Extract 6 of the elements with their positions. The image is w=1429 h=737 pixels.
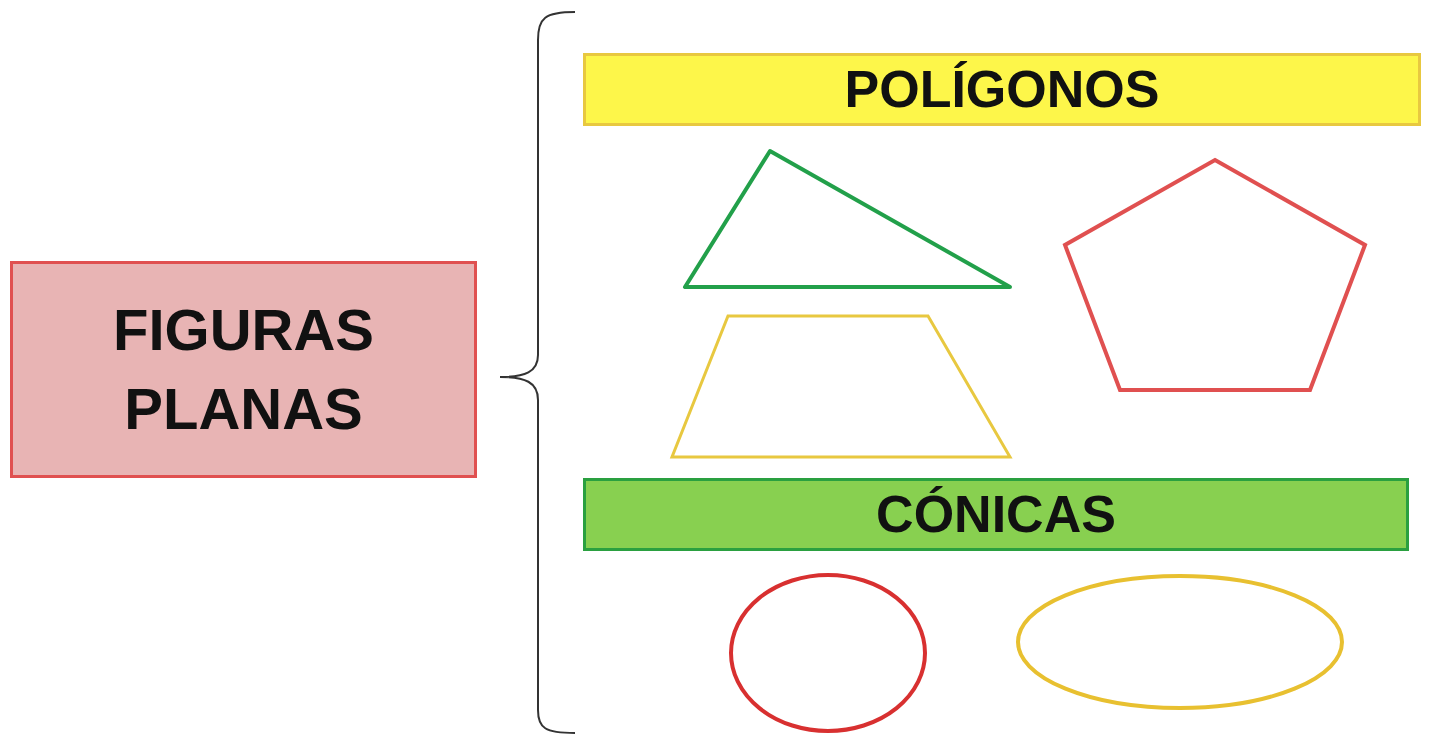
- category-band: [583, 478, 1409, 551]
- title-text: FIGURAS PLANAS: [112, 296, 375, 443]
- category-label: CÓNICAS: [876, 485, 1116, 544]
- title-box: [10, 261, 477, 478]
- category-band: [583, 53, 1421, 126]
- category-label: POLÍGONOS: [844, 60, 1160, 119]
